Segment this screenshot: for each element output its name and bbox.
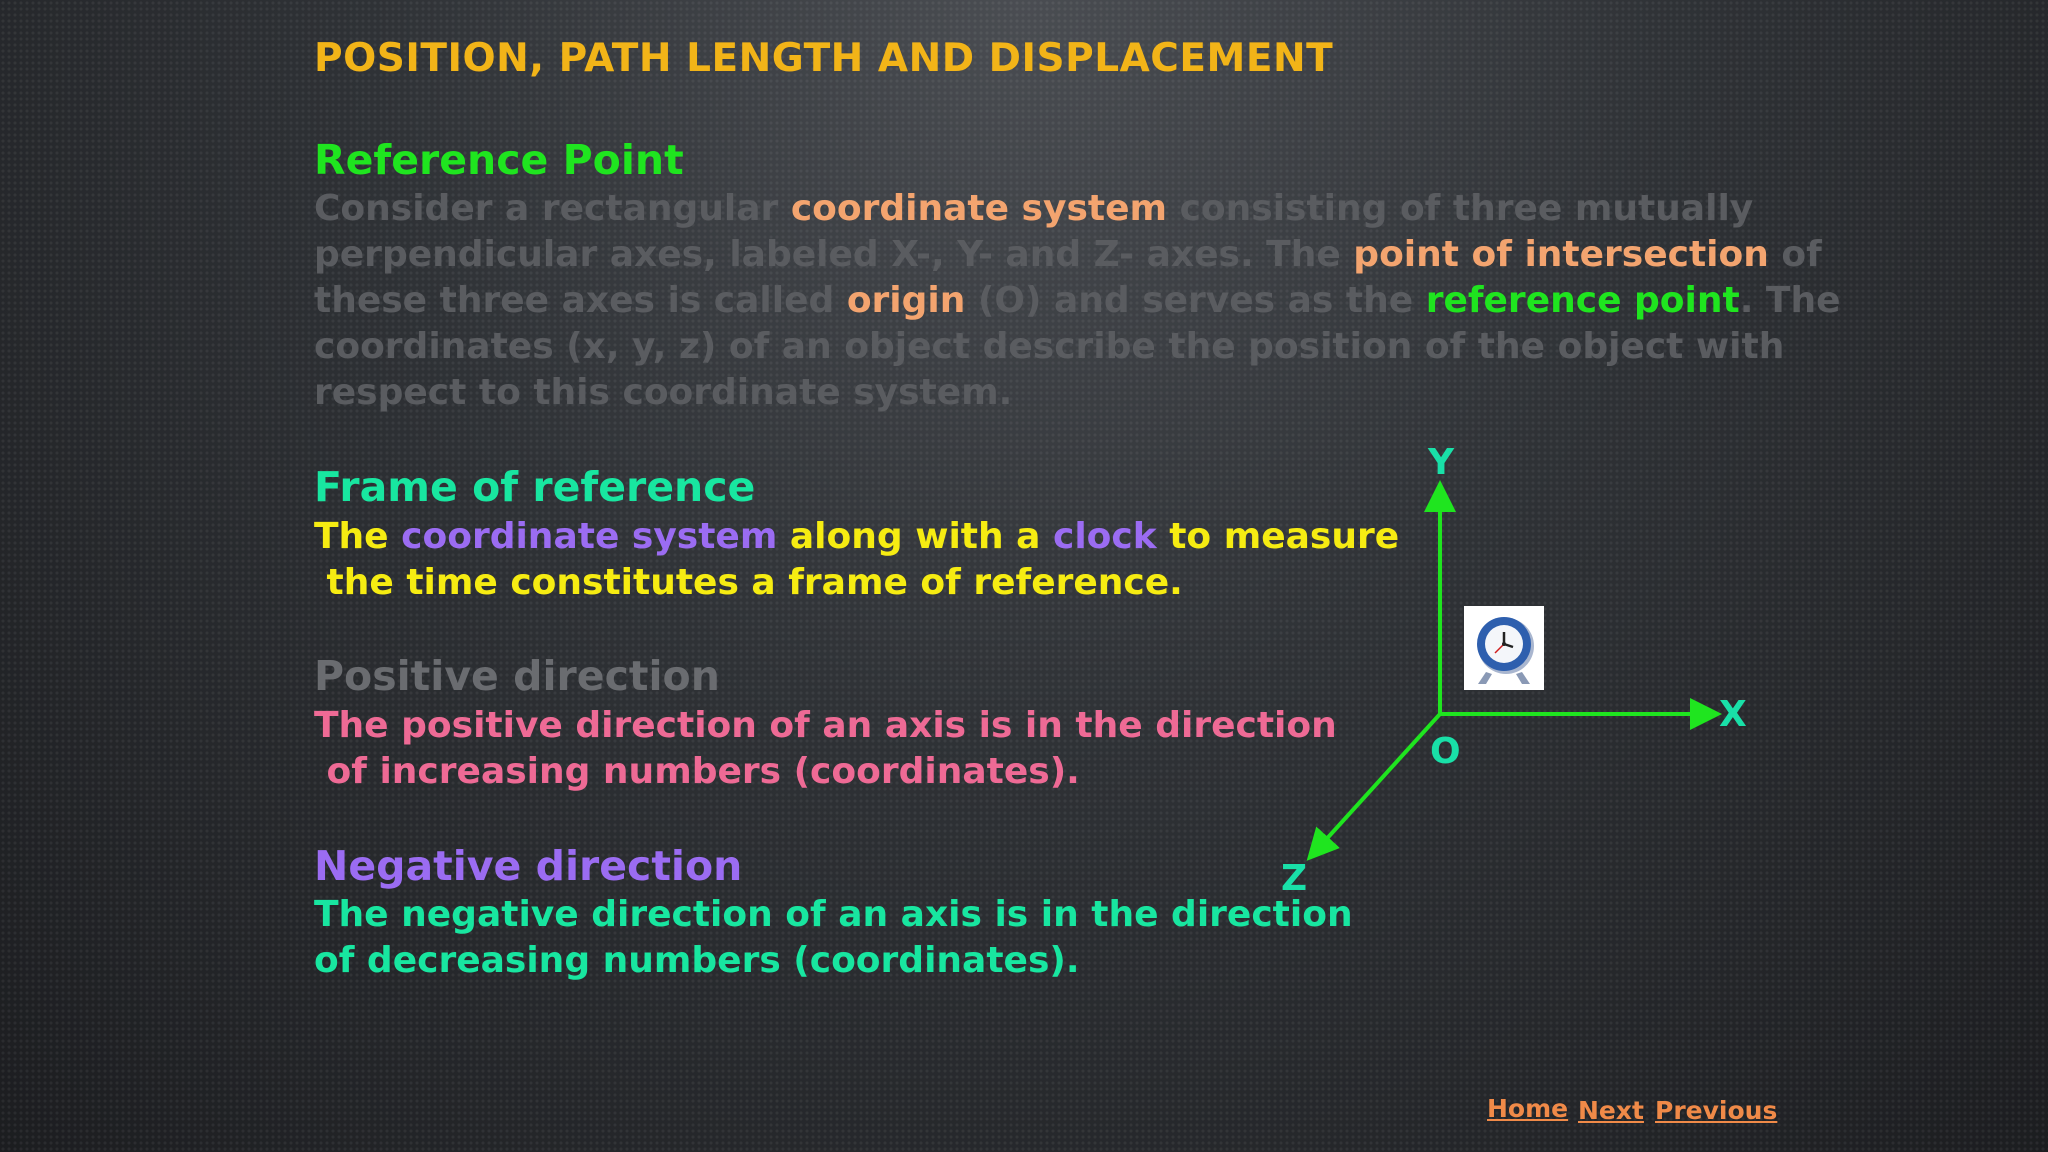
reference-line-4: coordinates (x, y, z) of an object descr…	[314, 326, 1785, 367]
page-title: POSITION, PATH LENGTH AND DISPLACEMENT	[314, 36, 1334, 81]
positive-direction-heading: Positive direction	[314, 652, 720, 700]
home-link[interactable]: Home	[1487, 1094, 1569, 1123]
z-axis-label: Z	[1281, 858, 1308, 899]
frame-line-1: The coordinate system along with a clock…	[314, 516, 1400, 557]
negative-line-1: The negative direction of an axis is in …	[314, 894, 1353, 935]
positive-line-1: The positive direction of an axis is in …	[314, 705, 1337, 746]
z-axis-line	[1306, 712, 1442, 861]
reference-point-paragraph: Consider a rectangular coordinate system…	[314, 186, 1841, 416]
negative-direction-paragraph: The negative direction of an axis is in …	[314, 892, 1353, 984]
next-link[interactable]: Next	[1578, 1096, 1644, 1125]
reference-line-5: respect to this coordinate system.	[314, 372, 1013, 413]
reference-line-2: perpendicular axes, labeled X-, Y- and Z…	[314, 234, 1822, 275]
negative-line-2: of decreasing numbers (coordinates).	[314, 940, 1080, 981]
reference-line-1: Consider a rectangular coordinate system…	[314, 188, 1754, 229]
y-axis-label: Y	[1428, 442, 1455, 483]
negative-direction-heading: Negative direction	[314, 842, 743, 890]
clock-image	[1464, 606, 1544, 690]
frame-of-reference-paragraph: The coordinate system along with a clock…	[314, 514, 1399, 606]
positive-direction-paragraph: The positive direction of an axis is in …	[314, 703, 1337, 795]
alarm-clock-icon	[1477, 617, 1534, 684]
frame-line-2: the time constitutes a frame of referenc…	[314, 562, 1183, 603]
positive-line-2: of increasing numbers (coordinates).	[314, 751, 1080, 792]
reference-line-3: these three axes is called origin (O) an…	[314, 280, 1841, 321]
x-axis-label: X	[1719, 694, 1747, 735]
frame-of-reference-heading: Frame of reference	[314, 463, 756, 511]
origin-label: O	[1430, 731, 1461, 772]
reference-point-heading: Reference Point	[314, 136, 684, 184]
previous-link[interactable]: Previous	[1655, 1096, 1778, 1125]
